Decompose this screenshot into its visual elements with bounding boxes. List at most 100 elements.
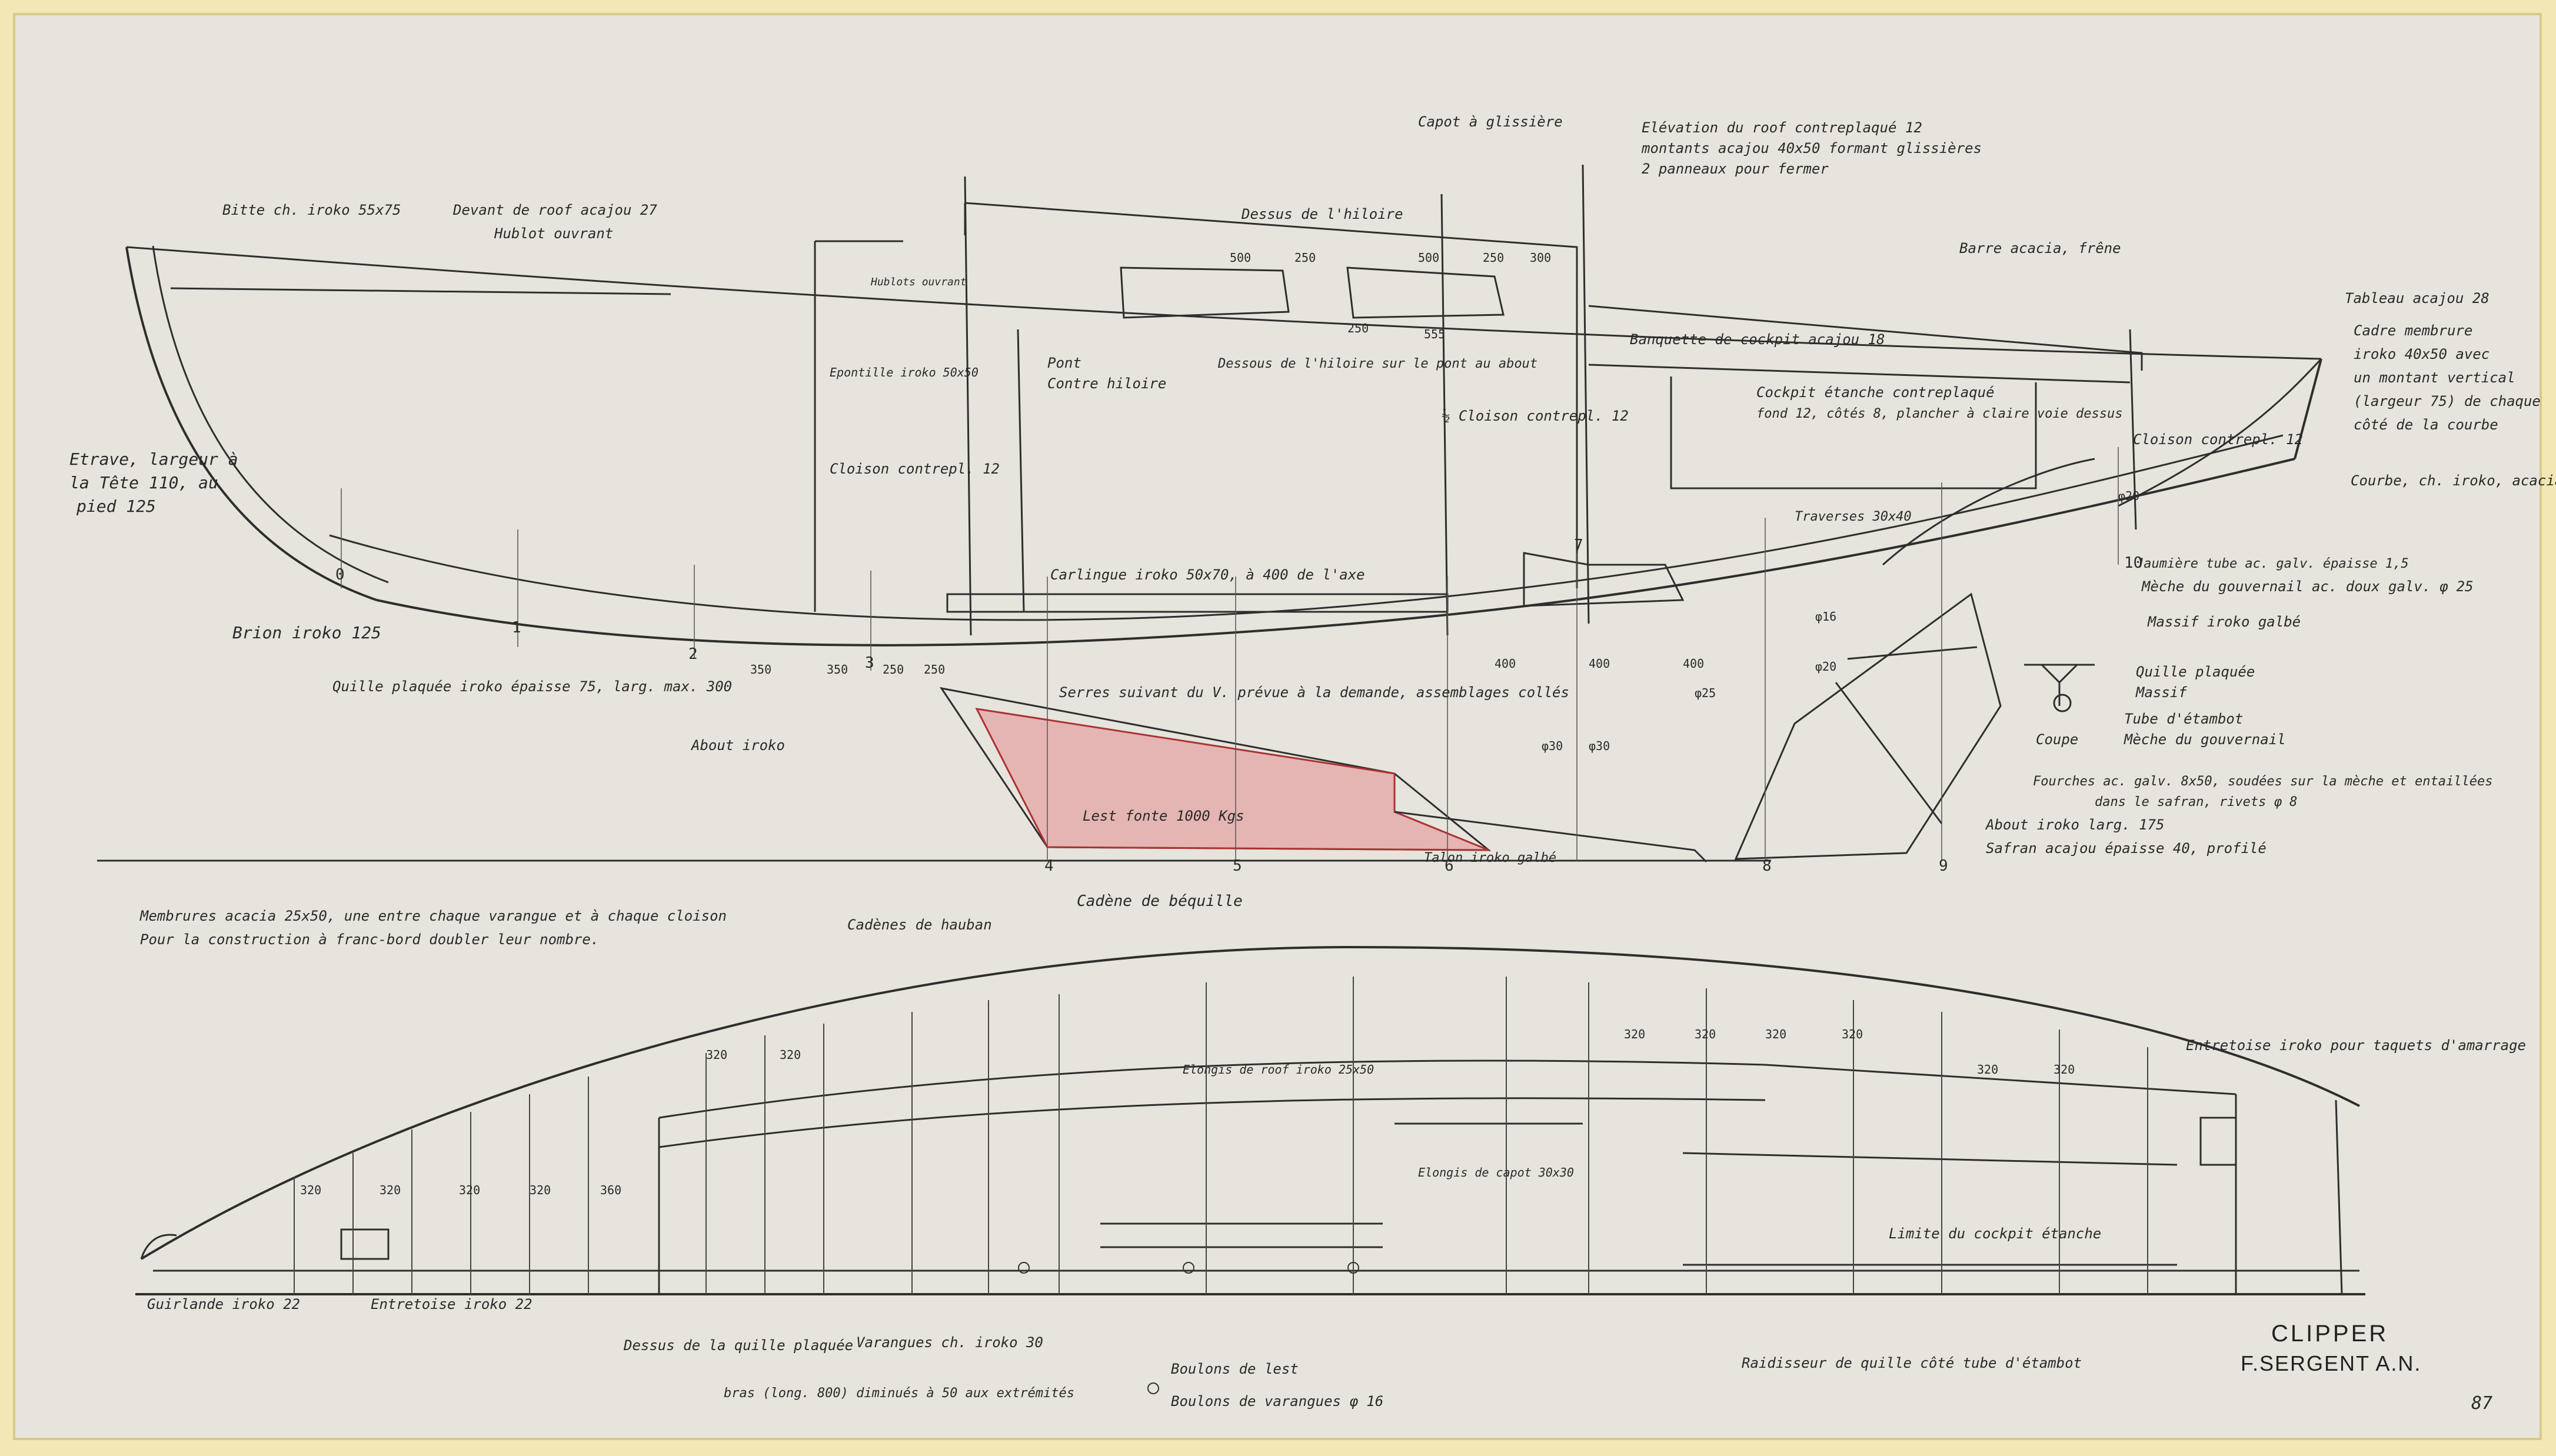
dim-555: 555 [1424,327,1445,341]
label-entretoise-amarrage: Entretoise iroko pour taquets d'amarrage [2186,1037,2526,1054]
dim-250-a: 250 [883,662,904,677]
label-montant-vertical: un montant vertical [2354,369,2515,386]
hull-bottom [376,458,2295,647]
station-numbers: 0 1 2 3 4 5 6 7 8 9 10 [335,537,2142,875]
mooring-entretoise [2199,1117,2237,1166]
stem-inner [152,245,389,584]
label-cadene-bequille: Cadène de béquille [1077,892,1243,910]
label-dessus-quille: Dessus de la quille plaquée [623,1337,853,1354]
plan-sheer [140,945,2360,1260]
ballast-keel-red [975,708,1489,851]
label-pied: pied 125 [76,497,156,516]
label-guirlande: Guirlande iroko 22 [147,1296,300,1312]
dim-250-d: 250 [1483,251,1504,265]
label-contre-hiloire: Contre hiloire [1047,375,1166,392]
dim-phi30-b: φ30 [1589,739,1610,753]
label-cote-courbe: côté de la courbe [2354,417,2498,433]
label-panneaux: 2 panneaux pour fermer [1642,161,1829,177]
dim-320-e: 320 [1765,1027,1786,1041]
dim-500-b: 500 [1418,251,1439,265]
label-bitte: Bitte ch. iroko 55x75 [222,202,401,218]
engine-box [1523,552,1685,607]
station-6: 6 [1445,857,1454,875]
dim-360: 360 [600,1183,621,1197]
label-carlingue: Carlingue iroko 50x70, à 400 de l'axe [1050,567,1365,583]
roof-front [964,203,1025,612]
label-dessous-hiloire: Dessous de l'hiloire sur le pont au abou… [1217,356,1537,371]
label-elevation-roof: Elévation du roof contreplaqué 12 [1642,119,1922,136]
dim-400-a: 400 [1495,657,1516,671]
dim-320-j: 320 [380,1183,401,1197]
label-varangues: Varangues ch. iroko 30 [856,1334,1043,1351]
designer-name: F.SERGENT A.N. [2241,1351,2421,1375]
label-banquette: Banquette de cockpit acajou 18 [1630,331,1885,348]
title-block: CLIPPER F.SERGENT A.N. 87 [2241,1321,2492,1414]
label-cockpit: Cockpit étanche contreplaqué [1756,384,1995,401]
label-etrave: Etrave, largeur à [69,449,238,469]
inner-planking [329,434,2284,621]
cockpit [1588,305,2143,489]
dim-320-c: 320 [1624,1027,1645,1041]
portlights [1120,266,1505,319]
label-largeur: (largeur 75) de chaque [2354,393,2541,409]
plan-labels: Membrures acacia 25x50, une entre chaque… [139,892,2526,1410]
label-entretoise: Entretoise iroko 22 [371,1296,532,1312]
plan-view [135,945,2365,1394]
station-8: 8 [1762,857,1772,875]
label-safran: Safran acajou épaisse 40, profilé [1986,840,2267,857]
label-hublot: Hublot ouvrant [494,225,613,242]
label-demi-cloison: ½ Cloison contrepl. 12 [1442,408,1629,424]
label-jaumiere: Jaumière tube ac. galv. épaisse 1,5 [2135,557,2409,571]
label-cadene-hauban: Cadènes de hauban [847,917,992,933]
label-dessus-hiloire: Dessus de l'hiloire [1241,206,1403,222]
hatch-elongis [1100,1122,1583,1248]
label-tableau: Tableau acajou 28 [2345,290,2490,306]
rudder [1734,592,2002,860]
dim-500-a: 500 [1230,251,1251,265]
plan-frames [294,977,2148,1294]
bulkhead-4 [2129,329,2137,530]
label-montants: montants acajou 40x50 formant glissières [1641,140,1982,156]
coachroof-outline [814,202,1578,612]
dim-phi20: φ20 [1815,659,1836,674]
dim-400-b: 400 [1589,657,1610,671]
boat-name: CLIPPER [2271,1321,2388,1347]
sheer-line [126,246,2322,360]
dim-phi25: φ25 [1695,686,1716,700]
label-fond: fond 12, côtés 8, plancher à claire voie… [1756,407,2123,421]
talon [1394,811,1708,863]
station-0: 0 [335,566,345,584]
foredeck-line [170,287,671,295]
label-boulons-lest: Boulons de lest [1171,1361,1299,1377]
bulkhead-3 [1582,164,1590,624]
label-boulons-varangues: Boulons de varangues φ 16 [1171,1393,1383,1410]
dim-phi16: φ16 [1815,609,1836,624]
label-pont: Pont [1047,355,1081,371]
label-meche: Mèche du gouvernail ac. doux galv. φ 25 [2141,578,2474,595]
label-membrures: Membrures acacia 25x50, une entre chaque… [139,908,727,924]
label-massif: Massif iroko galbé [2147,614,2301,630]
label-massif-2: Massif [2135,684,2187,701]
profile-labels: Bitte ch. iroko 55x75 Devant de roof aca… [69,114,2556,865]
label-safran-note: dans le safran, rivets φ 8 [2095,795,2297,809]
dim-250-c: 250 [1294,251,1316,265]
dim-320-l: 320 [530,1183,551,1197]
dim-350-b: 350 [827,662,848,677]
dim-320-f: 320 [1842,1027,1863,1041]
transom [2294,358,2322,459]
label-tete: la Tête 110, au [69,473,218,492]
dim-phi30-a: φ30 [1542,739,1563,753]
dim-320-k: 320 [459,1183,480,1197]
label-elongis-roof: Elongis de roof iroko 25x50 [1183,1062,1374,1077]
label-barre: Barre acacia, frêne [1959,240,2121,256]
label-brion: Brion iroko 125 [232,623,381,642]
dim-250-b: 250 [924,662,945,677]
station-2: 2 [688,645,698,663]
dim-phi20-b: φ20 [2118,489,2139,503]
roof-elongis-inner [658,1097,1766,1148]
dim-320-i: 320 [300,1183,321,1197]
label-capot: Capot à glissière [1418,114,1563,130]
label-cloison-1: Cloison contrepl. 12 [830,461,1000,477]
ballast-bolts-plan [1018,1262,1359,1394]
label-elongis-capot: Elongis de capot 30x30 [1418,1165,1574,1180]
